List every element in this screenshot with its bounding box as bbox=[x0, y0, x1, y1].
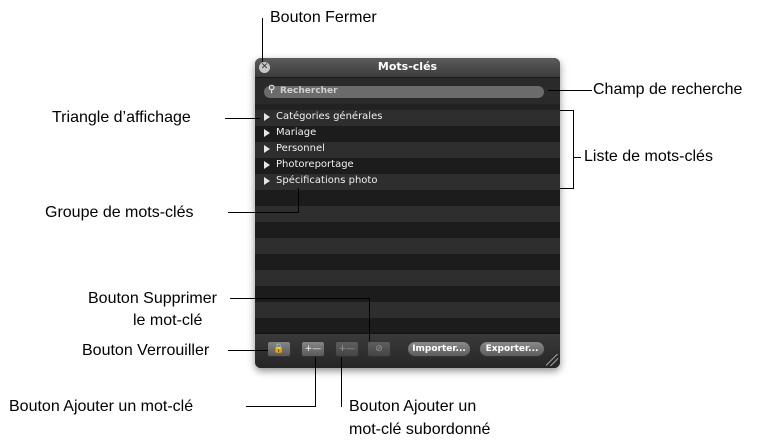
callout-triangle: Triangle d’affichage bbox=[52, 109, 191, 126]
callout-search: Champ de recherche bbox=[593, 81, 743, 98]
callout-line-list bbox=[573, 157, 581, 158]
keyword-group-label: Catégories générales bbox=[276, 111, 383, 122]
empty-list-row bbox=[255, 254, 560, 270]
callout-add-sub-line1: Bouton Ajouter un bbox=[349, 398, 477, 415]
close-button[interactable]: ✕ bbox=[259, 62, 270, 73]
disclosure-triangle-icon[interactable] bbox=[264, 145, 270, 153]
disclosure-triangle-icon[interactable] bbox=[264, 113, 270, 121]
add-keyword-button[interactable]: +— bbox=[301, 341, 325, 357]
search-input[interactable]: ⚲ Rechercher bbox=[264, 84, 544, 98]
window-title: Mots-clés bbox=[377, 60, 438, 73]
keyword-group-row[interactable]: Catégories générales bbox=[255, 110, 560, 126]
callout-line-group-horizontal bbox=[228, 212, 299, 213]
callout-bracket-bottom bbox=[560, 188, 574, 189]
empty-list-row bbox=[255, 190, 560, 206]
export-button[interactable]: Exporter... bbox=[479, 341, 545, 357]
title-bar[interactable]: ✕ Mots-clés bbox=[255, 58, 560, 78]
keyword-group-row[interactable]: Spécifications photo bbox=[255, 174, 560, 190]
disclosure-triangle-icon[interactable] bbox=[264, 161, 270, 169]
empty-list-row bbox=[255, 206, 560, 222]
empty-list-row bbox=[255, 286, 560, 302]
bottom-toolbar: 🔒 +— +— ⊘ Importer... Exporter... bbox=[255, 333, 560, 368]
keyword-group-label: Photoreportage bbox=[276, 159, 354, 170]
delete-keyword-button[interactable]: ⊘ bbox=[367, 341, 391, 357]
search-placeholder: Rechercher bbox=[280, 86, 338, 96]
keyword-group-row[interactable]: Mariage bbox=[255, 126, 560, 142]
callout-bracket-top bbox=[560, 110, 574, 111]
callout-line-lock bbox=[228, 350, 268, 351]
callout-delete-line1: Bouton Supprimer bbox=[88, 290, 217, 307]
callout-lock: Bouton Verrouiller bbox=[82, 342, 210, 359]
callout-line-group-vertical bbox=[298, 188, 299, 213]
empty-list-row bbox=[255, 270, 560, 286]
callout-bracket-vertical bbox=[573, 110, 574, 188]
lock-button[interactable]: 🔒 bbox=[267, 341, 291, 357]
callout-delete-line2: le mot-clé bbox=[133, 312, 203, 329]
callout-line-triangle bbox=[225, 118, 260, 119]
callout-line-delete-horizontal bbox=[230, 298, 370, 299]
empty-list-row bbox=[255, 302, 560, 318]
disclosure-triangle-icon[interactable] bbox=[264, 177, 270, 185]
keyword-group-label: Spécifications photo bbox=[276, 175, 378, 186]
callout-add: Bouton Ajouter un mot-clé bbox=[9, 398, 194, 415]
empty-list-row bbox=[255, 238, 560, 254]
callout-close: Bouton Fermer bbox=[270, 9, 377, 26]
callout-line-delete-vertical bbox=[369, 298, 370, 341]
callout-list: Liste de mots-clés bbox=[584, 148, 713, 165]
resize-grip-icon[interactable] bbox=[546, 354, 558, 366]
keyword-group-label: Mariage bbox=[276, 127, 317, 138]
import-button[interactable]: Importer... bbox=[407, 341, 471, 357]
callout-add-sub-line2: mot-clé subordonné bbox=[349, 421, 491, 438]
empty-list-row bbox=[255, 222, 560, 238]
callout-group: Groupe de mots-clés bbox=[45, 204, 194, 221]
callout-line-add-sub-vertical bbox=[341, 357, 342, 407]
callout-line-add-horizontal bbox=[246, 406, 316, 407]
callout-line-add-vertical bbox=[315, 357, 316, 407]
disclosure-triangle-icon[interactable] bbox=[264, 129, 270, 137]
keyword-group-label: Personnel bbox=[276, 143, 325, 154]
callout-line-search bbox=[548, 90, 592, 91]
search-area: ⚲ Rechercher bbox=[255, 78, 560, 104]
keyword-group-row[interactable]: Personnel bbox=[255, 142, 560, 158]
callout-line-close bbox=[262, 18, 263, 62]
empty-list-row bbox=[255, 318, 560, 334]
keyword-group-row[interactable]: Photoreportage bbox=[255, 158, 560, 174]
keywords-panel: ✕ Mots-clés ⚲ Rechercher Catégories géné… bbox=[255, 58, 560, 368]
add-subordinate-keyword-button[interactable]: +— bbox=[335, 341, 359, 357]
search-icon: ⚲ bbox=[268, 84, 276, 95]
